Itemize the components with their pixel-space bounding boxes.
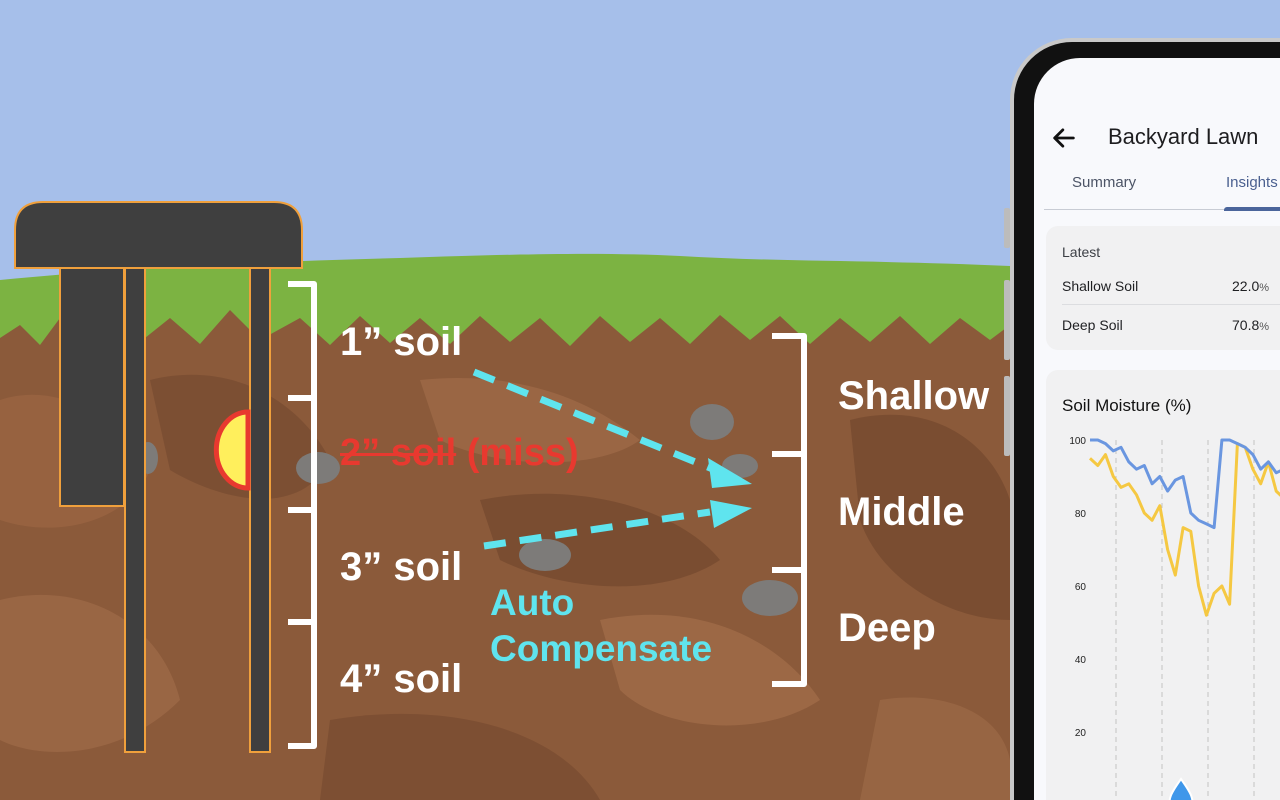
zone-label-middle: Middle	[838, 490, 965, 534]
app-screen: Backyard Lawn Summary Insights Latest Sh…	[1034, 58, 1280, 800]
depth-label-2-missed: 2” soil (miss)	[340, 432, 579, 475]
auto-line: Auto	[490, 582, 575, 623]
tab-insights[interactable]: Insights	[1226, 174, 1278, 191]
value-unit: %	[1259, 282, 1270, 294]
zone-bracket	[772, 333, 807, 687]
struck-depth: 2” soil	[340, 432, 457, 474]
row-label: Shallow Soil	[1062, 278, 1139, 294]
phone-side-button	[1004, 208, 1010, 248]
row-value: 22.0%	[1232, 278, 1269, 294]
soil-moisture-chart-card: Soil Moisture (%) 100806040200	[1046, 370, 1280, 800]
value-unit: %	[1259, 321, 1270, 333]
phone-volume-down	[1004, 376, 1010, 456]
water-drop-icon[interactable]	[1168, 777, 1194, 800]
phone-mockup: Backyard Lawn Summary Insights Latest Sh…	[1004, 38, 1280, 800]
svg-text:60: 60	[1075, 582, 1087, 593]
depth-bracket	[288, 281, 317, 749]
zone-label-deep: Deep	[838, 606, 936, 650]
row-label: Deep Soil	[1062, 317, 1123, 333]
arrow-left-icon[interactable]	[1050, 124, 1078, 152]
row-value: 70.8%	[1232, 317, 1269, 333]
tab-summary[interactable]: Summary	[1072, 174, 1137, 191]
value-number: 22.0	[1232, 278, 1260, 294]
svg-text:80: 80	[1075, 509, 1087, 520]
row-divider	[1062, 304, 1280, 305]
tab-bar: Summary Insights	[1044, 168, 1280, 211]
latest-row-deep: Deep Soil 70.8%	[1062, 317, 1280, 333]
depth-label-3: 3” soil	[340, 545, 463, 589]
latest-card: Latest Shallow Soil 22.0% Deep Soil 70.8…	[1046, 226, 1280, 350]
active-tab-indicator	[1224, 207, 1280, 211]
latest-row-shallow: Shallow Soil 22.0%	[1062, 278, 1280, 294]
value-number: 70.8	[1232, 317, 1260, 333]
miss-suffix: (miss)	[456, 432, 579, 474]
soil-probe	[14, 201, 303, 753]
soil-moisture-chart[interactable]: 100806040200	[1046, 430, 1280, 800]
svg-text:100: 100	[1069, 436, 1086, 447]
chart-title: Soil Moisture (%)	[1062, 396, 1192, 415]
app-header: Backyard Lawn	[1034, 118, 1280, 158]
missed-sensor-icon	[213, 409, 251, 491]
latest-title: Latest	[1062, 244, 1101, 260]
depth-label-1: 1” soil	[340, 320, 463, 364]
phone-volume-up	[1004, 280, 1010, 360]
depth-label-4: 4” soil	[340, 657, 463, 701]
svg-text:40: 40	[1075, 655, 1087, 666]
auto-compensate-label: Auto Compensate	[490, 580, 712, 672]
zone-label-shallow: Shallow	[838, 374, 990, 418]
page-title: Backyard Lawn	[1108, 124, 1259, 149]
compensate-line: Compensate	[490, 628, 713, 669]
svg-text:20: 20	[1075, 728, 1087, 739]
compensation-arrows	[472, 368, 752, 550]
